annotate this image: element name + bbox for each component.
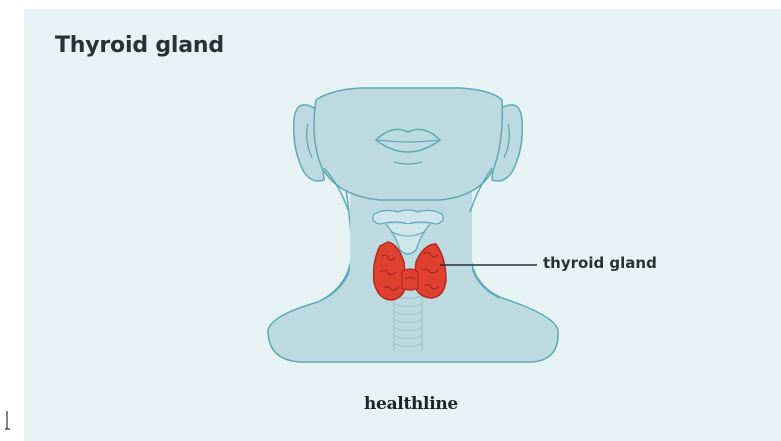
thyroid-isthmus <box>402 269 418 290</box>
thyroid-gland-label: thyroid gland <box>543 254 657 272</box>
hyoid-bone <box>373 210 443 224</box>
corner-mark <box>4 403 16 433</box>
brand-logo: healthline <box>364 394 458 414</box>
